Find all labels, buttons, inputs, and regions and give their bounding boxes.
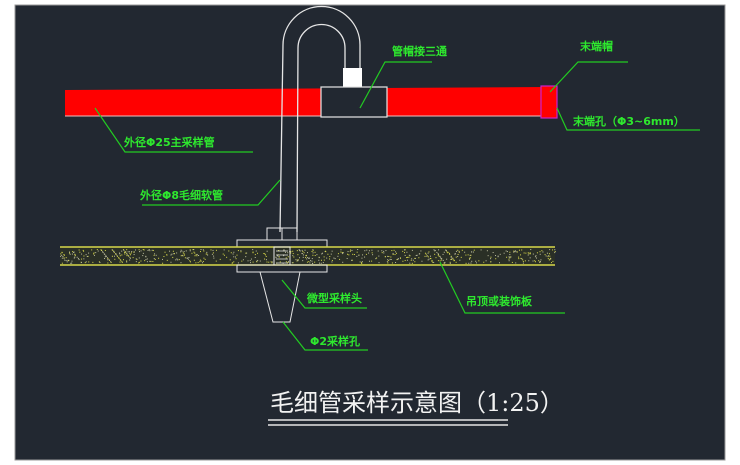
end-cap: [540, 85, 558, 119]
tee-connector: [343, 68, 362, 88]
board-texture: [60, 249, 556, 264]
label-end-hole: 末端孔（Φ3~6mm）: [572, 114, 685, 128]
label-capillary: 外径Φ8毛细软管: [139, 188, 223, 202]
label-tee: 管帽接三通: [392, 44, 447, 58]
drawing-background: [14, 4, 726, 461]
drawing-title: 毛细管采样示意图（1:25）: [270, 389, 564, 417]
tee-fitting: [320, 86, 388, 118]
label-end-cap: 末端帽: [579, 39, 613, 53]
main-sampling-pipe: [65, 87, 545, 116]
label-main-pipe: 外径Φ25主采样管: [123, 135, 215, 149]
capillary-outer-line: [279, 5, 361, 233]
label-ceiling: 吊顶或装饰板: [466, 294, 533, 308]
sampling-head-cone: [259, 271, 301, 323]
thread-lines: [276, 250, 288, 264]
leader-lines: [94, 61, 700, 351]
label-sampling-hole: Φ2采样孔: [310, 334, 360, 348]
capillary-inner-line: [296, 23, 346, 233]
label-sampling-head: 微型采样头: [306, 291, 362, 305]
